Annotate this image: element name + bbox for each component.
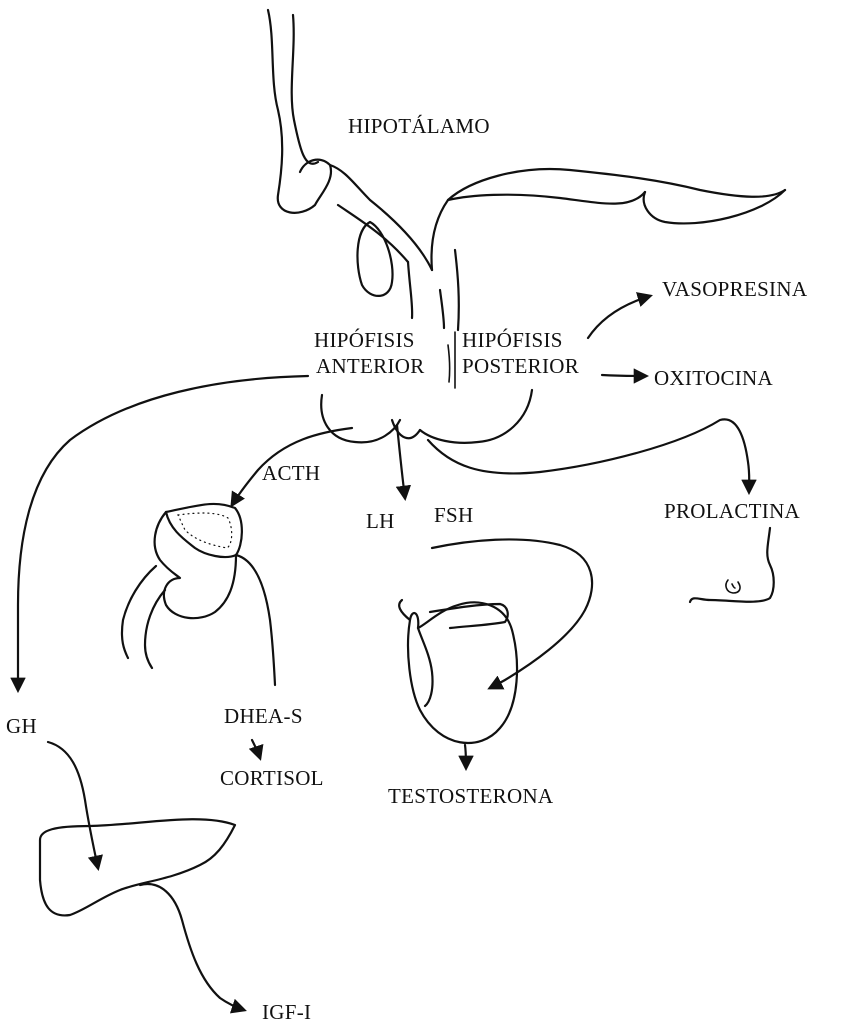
label-hipofisis-anterior-line1: HIPÓFISIS <box>314 330 415 351</box>
liver <box>40 819 235 915</box>
label-acth: ACTH <box>262 463 320 484</box>
label-hipofisis-posterior-line1: HIPÓFISIS <box>462 330 563 351</box>
label-hipofisis-posterior-line2: POSTERIOR <box>462 356 579 377</box>
breast <box>690 528 774 602</box>
label-igf: IGF-I <box>262 1002 311 1023</box>
fsh-arrow <box>432 539 592 688</box>
igf-arrow <box>140 884 244 1010</box>
prolactin-arrow <box>428 419 749 492</box>
label-cortisol: CORTISOL <box>220 768 324 789</box>
testosterone-arrow <box>465 745 466 768</box>
gh-arrow <box>18 376 308 690</box>
testis <box>399 600 517 743</box>
label-testosterona: TESTOSTERONA <box>388 786 553 807</box>
label-lh: LH <box>366 511 395 532</box>
label-gh: GH <box>6 716 37 737</box>
label-fsh: FSH <box>434 505 473 526</box>
posterior-arrows <box>588 296 650 376</box>
label-oxitocina: OXITOCINA <box>654 368 773 389</box>
gh-liver-arrow <box>48 742 98 868</box>
label-hipotalamo: HIPOTÁLAMO <box>348 116 490 137</box>
label-hipofisis-anterior-line2: ANTERIOR <box>316 356 425 377</box>
dhea-cortisol-arrow <box>252 740 260 758</box>
label-dhea-s: DHEA-S <box>224 706 303 727</box>
label-prolactina: PROLACTINA <box>664 501 800 522</box>
adrenal-gland <box>122 504 275 685</box>
label-vasopresina: VASOPRESINA <box>662 279 807 300</box>
